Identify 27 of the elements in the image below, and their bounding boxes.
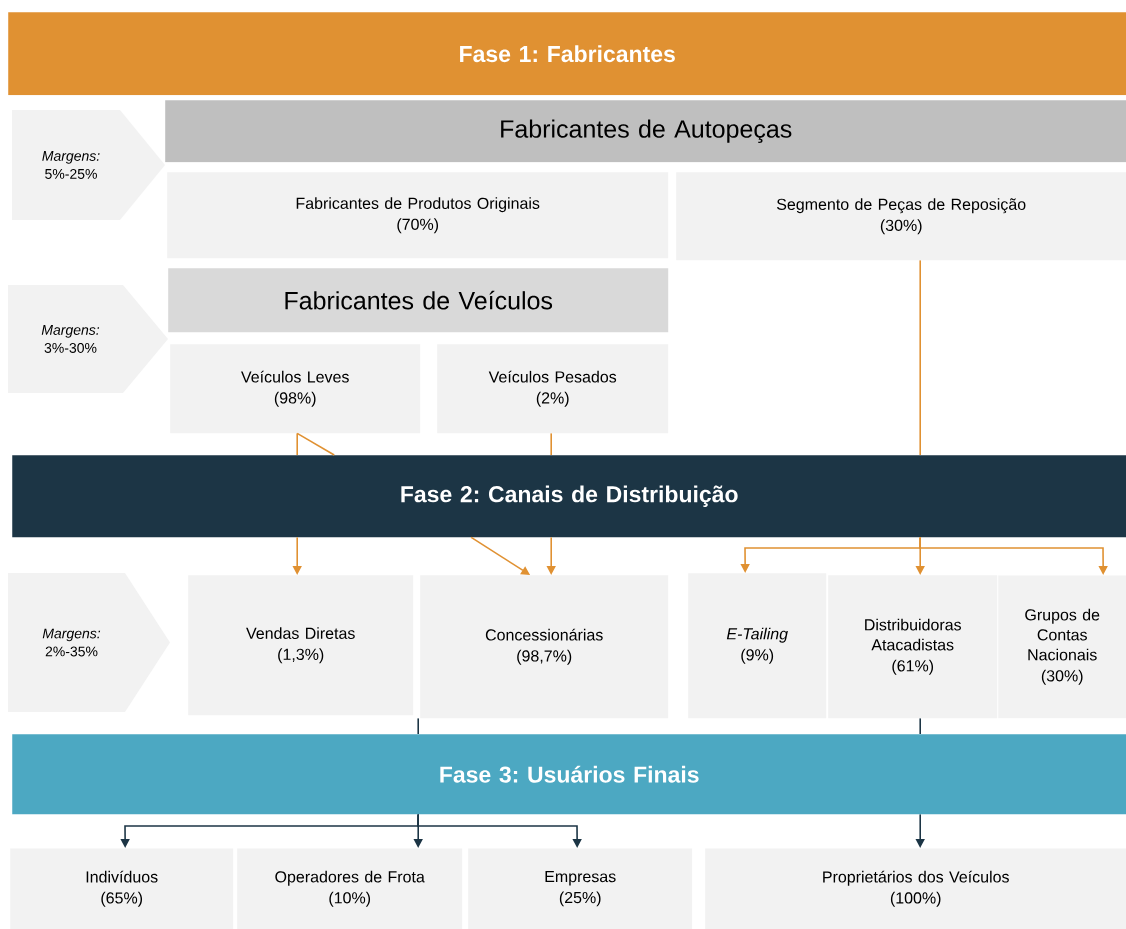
category-box: Proprietários dos Veículos (100%)	[705, 848, 1126, 929]
category-box: Veículos Pesados (2%)	[437, 344, 669, 434]
header-bar: Fabricantes de Autopeças	[165, 100, 1126, 163]
category-box: Grupos de Contas Nacionais (30%)	[998, 575, 1126, 719]
node-label: Distribuidoras Atacadistas	[865, 618, 962, 651]
category-box: Operadores de Frota (10%)	[237, 848, 463, 929]
category-box: Fabricantes de Produtos Originais (70%)	[167, 172, 669, 259]
category-box: Distribuidoras Atacadistas (61%)	[828, 575, 998, 719]
phase-band: Fase 3: Usuários Finais	[12, 734, 1126, 815]
category-box: Segmento de Peças de Reposição (30%)	[676, 172, 1126, 261]
node-label: (30%)	[1041, 669, 1083, 685]
category-box: Concessionárias (98,7%)	[420, 575, 669, 719]
phase-band: Fase 1: Fabricantes	[8, 12, 1126, 96]
category-box: E-Tailing (9%)	[688, 573, 827, 719]
node-label: Grupos de Contas Nacionais	[1025, 608, 1100, 661]
margin-tag: Margens: 2%-35%	[8, 573, 170, 712]
node-label: (61%)	[892, 659, 934, 675]
phase-band: Fase 2: Canais de Distribuição	[12, 455, 1126, 538]
header-bar: Fabricantes de Veículos	[168, 268, 669, 333]
margin-tag: Margens: 5%-25%	[12, 110, 165, 220]
margin-tag: Margens: 3%-30%	[8, 285, 168, 393]
category-box: Veículos Leves (98%)	[170, 344, 421, 434]
node-label: E-Tailing	[726, 627, 788, 643]
category-box: Indivíduos (65%)	[10, 848, 234, 929]
node-label: (9%)	[741, 648, 774, 664]
category-box: Vendas Diretas (1,3%)	[188, 575, 414, 716]
category-box: Empresas (25%)	[468, 848, 693, 929]
